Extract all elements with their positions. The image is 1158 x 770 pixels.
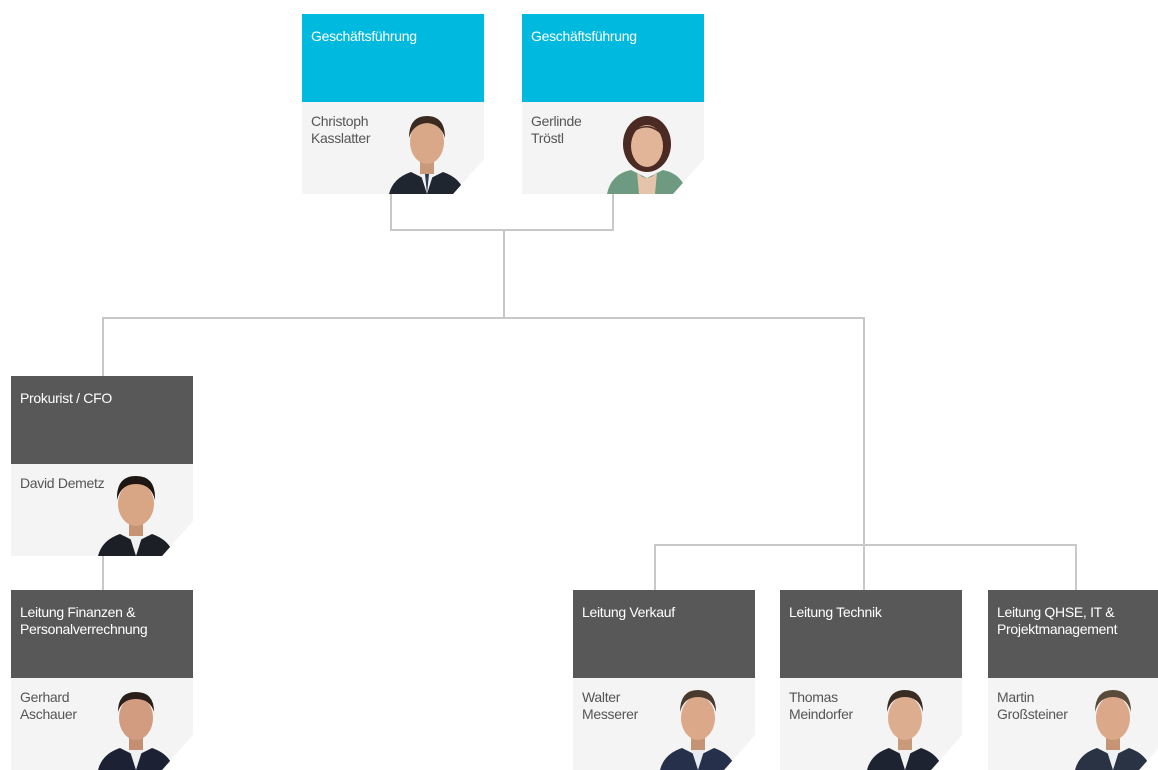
portrait-avatar — [660, 690, 736, 770]
card-title: Geschäftsführung — [522, 14, 704, 102]
card-title: Leitung Finanzen & Personalverrechnung — [11, 590, 193, 678]
person-name: Walter Messerer — [582, 689, 638, 722]
portrait-avatar — [98, 476, 174, 556]
connector-department-branch — [654, 544, 1077, 590]
org-card-troestl: Geschäftsführung Gerlinde Tröstl — [522, 14, 704, 194]
org-card-grosssteiner: Leitung QHSE, IT & Projektmanagement Mar… — [988, 590, 1158, 770]
person-name: Thomas Meindorfer — [789, 689, 853, 722]
org-card-meindorfer: Leitung Technik Thomas Meindorfer — [780, 590, 962, 770]
card-body: Gerhard Aschauer — [11, 678, 193, 770]
connector-main-branch — [102, 317, 865, 545]
person-name: Gerhard Aschauer — [20, 689, 77, 722]
card-title: Leitung Verkauf — [573, 590, 755, 678]
portrait-avatar — [98, 692, 174, 770]
portrait-avatar — [607, 116, 687, 194]
card-body: David Demetz — [11, 464, 193, 556]
org-card-kasslatter: Geschäftsführung Christoph Kasslatter — [302, 14, 484, 194]
card-body: Thomas Meindorfer — [780, 678, 962, 770]
card-title: Leitung QHSE, IT & Projektmanagement — [988, 590, 1158, 678]
portrait-avatar — [867, 690, 943, 770]
person-name: Christoph Kasslatter — [311, 113, 371, 146]
card-body: Christoph Kasslatter — [302, 102, 484, 194]
person-name: David Demetz — [20, 475, 105, 491]
card-title: Leitung Technik — [780, 590, 962, 678]
org-card-messerer: Leitung Verkauf Walter Messerer — [573, 590, 755, 770]
connector-executives — [390, 193, 614, 231]
card-body: Gerlinde Tröstl — [522, 102, 704, 194]
org-card-aschauer: Leitung Finanzen & Personalverrechnung G… — [11, 590, 193, 770]
card-body: Martin Großsteiner — [988, 678, 1158, 770]
card-title: Prokurist / CFO — [11, 376, 193, 464]
portrait-avatar — [1075, 690, 1151, 770]
person-name: Gerlinde Tröstl — [531, 113, 582, 146]
card-title: Geschäftsführung — [302, 14, 484, 102]
portrait-avatar — [389, 116, 465, 194]
person-name: Martin Großsteiner — [997, 689, 1068, 722]
card-body: Walter Messerer — [573, 678, 755, 770]
org-card-demetz: Prokurist / CFO David Demetz — [11, 376, 193, 556]
